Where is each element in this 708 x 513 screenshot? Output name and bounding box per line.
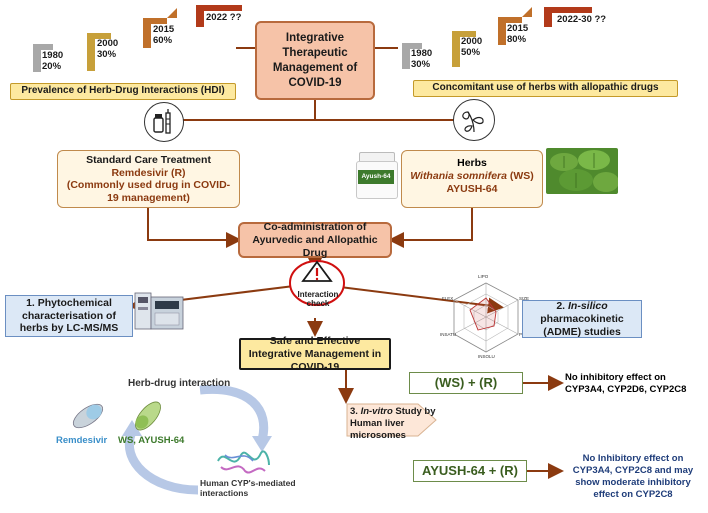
cycle-arrows: [122, 384, 272, 495]
insilico-rest: pharmacokinetic (ADME) studies: [540, 312, 624, 338]
lcms-instrument-image: [133, 287, 185, 333]
concomitant-step-4: 2022-30 ??: [557, 14, 606, 25]
ws-ayush-capsule-image: [128, 396, 168, 434]
concomitant-step-2: 2000 50%: [461, 36, 482, 58]
standard-care-box: Standard Care Treatment Remdesivir (R) (…: [57, 150, 240, 208]
ws-r-combo: (WS) + (R): [434, 375, 498, 390]
invitro-label: 3. In-vitro Study by Human liver microso…: [350, 406, 436, 442]
concomitant-banner: Concomitant use of herbs with allopathic…: [413, 80, 678, 97]
step-year: 2000: [461, 36, 483, 47]
warning-icon: [289, 260, 345, 306]
hdi-diagram-title: Herb-drug interaction: [128, 378, 231, 389]
standard-note: (Commonly used drug in COVID-19 manageme…: [66, 179, 231, 204]
safe-management-box: Safe and Effective Integrative Managemen…: [239, 335, 391, 373]
hdi-step-2: 2000 30%: [97, 38, 118, 60]
step-year: 2022-30 ??: [557, 14, 607, 25]
remdesivir-label: Remdesivir (R): [111, 166, 186, 179]
radar-axis-size: SIZE: [519, 296, 530, 301]
step-pct: 60%: [153, 35, 173, 46]
interaction-check-label: Interaction check: [297, 290, 339, 308]
concomitant-step-1: 1980 30%: [411, 48, 432, 70]
concomitant-step-3: 2015 80%: [507, 23, 528, 45]
radar-chart: [453, 282, 519, 353]
phyto-label: 1. Phytochemical characterisation of her…: [19, 297, 119, 335]
hdi-staircase: [33, 5, 242, 72]
step-year: 2022 ??: [206, 12, 242, 23]
result-ayush-r-text: No Inhibitory effect on CYP3A4, CYP2C8 a…: [572, 453, 694, 500]
hdi-banner: Prevalence of Herb-Drug Interactions (HD…: [10, 83, 236, 100]
step-year: 2015: [153, 24, 175, 35]
invitro-prefix: 3.: [350, 406, 361, 417]
hdi-step-4: 2022 ??: [206, 12, 241, 23]
hdi-step-1: 1980 20%: [42, 50, 63, 72]
step-pct: 30%: [411, 59, 431, 70]
concomitant-staircase: [402, 7, 592, 69]
herb-leaf-icon: [453, 99, 495, 141]
herb-abbr: (WS): [506, 170, 534, 182]
bottle-label: Ayush-64: [358, 170, 394, 184]
remdesivir-capsule-image: [68, 398, 108, 434]
step-pct: 50%: [461, 47, 481, 58]
herbs-title: Herbs: [457, 157, 487, 169]
step-year: 1980: [411, 48, 433, 59]
herbs-box: Herbs Withania somnifera (WS) AYUSH-64: [401, 150, 543, 208]
result-ws-r-text: No inhibitory effect on CYP3A4, CYP2D6, …: [565, 372, 687, 395]
phyto-box: 1. Phytochemical characterisation of her…: [5, 295, 133, 337]
hdi-step-3: 2015 60%: [153, 24, 174, 46]
ayush-r-combo-box: AYUSH-64 + (R): [413, 460, 527, 482]
coadmin-label: Co-administration of Ayurvedic and Allop…: [252, 220, 378, 259]
insilico-prefix: 2.: [556, 299, 568, 312]
withania-leaves-image: [546, 148, 618, 194]
step-year: 2015: [507, 23, 529, 34]
ayush-bottle-image: Ayush-64: [356, 152, 398, 199]
remdesivir-caption: Remdesivir: [56, 435, 108, 446]
herb-product: AYUSH-64: [446, 183, 498, 195]
invitro-rest: Study by Human liver microsomes: [350, 406, 436, 441]
ws-ayush-caption: WS, AYUSH-64: [118, 435, 185, 446]
radar-axis-lipo: LIPO: [478, 274, 489, 279]
invitro-italic: In-vitro: [360, 406, 393, 417]
radar-axis-insolu: INSOLU: [478, 354, 495, 359]
insilico-box: 2. In-silico pharmacokinetic (ADME) stud…: [522, 300, 642, 338]
insilico-italic: In-silico: [568, 299, 608, 312]
step-year: 2000: [97, 38, 119, 49]
step-pct: 20%: [42, 61, 62, 72]
ws-r-combo-box: (WS) + (R): [409, 372, 523, 394]
radar-axis-insatu: INSATU: [440, 332, 457, 337]
ayush-r-combo: AYUSH-64 + (R): [422, 463, 518, 478]
step-year: 1980: [42, 50, 64, 61]
radar-axis-flex: FLEX: [442, 296, 454, 301]
center-title: Integrative Therapeutic Management of CO…: [272, 31, 358, 89]
standard-title: Standard Care Treatment: [86, 154, 211, 166]
invitro-arrow-shape: [346, 403, 437, 437]
step-pct: 80%: [507, 34, 527, 45]
coadmin-box: Co-administration of Ayurvedic and Allop…: [238, 220, 392, 259]
cyp-protein-image: [213, 445, 273, 477]
herb-species: Withania somnifera: [410, 170, 507, 182]
safe-label: Safe and Effective Integrative Managemen…: [248, 334, 382, 373]
center-title-box: Integrative Therapeutic Management of CO…: [255, 21, 375, 100]
step-pct: 30%: [97, 49, 117, 60]
medicine-icon: [144, 102, 184, 142]
cyp-caption: Human CYP's-mediated interactions: [200, 478, 296, 498]
